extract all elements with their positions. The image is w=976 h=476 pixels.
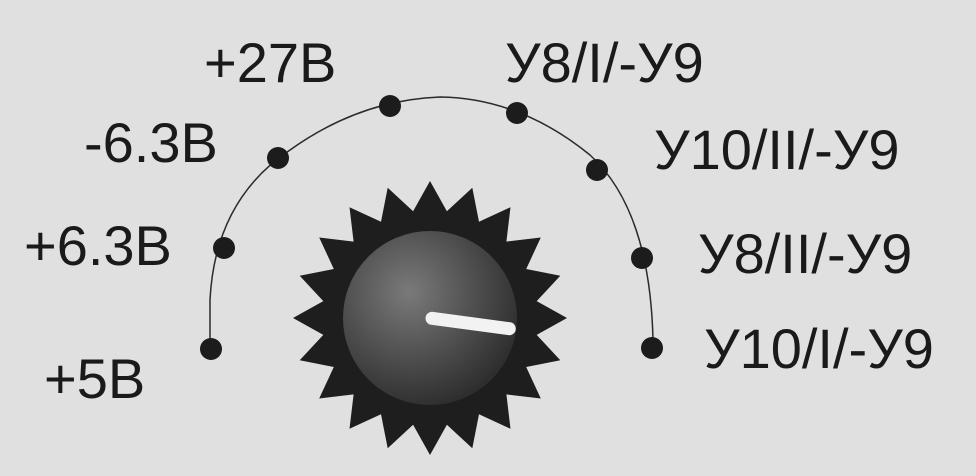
label-p5v: +5В bbox=[44, 347, 146, 410]
position-dot-u8ii[interactable] bbox=[631, 247, 653, 269]
position-dot-p5v[interactable] bbox=[200, 338, 222, 360]
label-u8ii: У8/II/-У9 bbox=[698, 222, 913, 285]
label-p27v: +27В bbox=[204, 31, 337, 94]
label-u8i: У8/I/-У9 bbox=[505, 31, 704, 94]
scale-arc bbox=[209, 96, 654, 348]
label-m6v3: -6.3В bbox=[84, 111, 218, 174]
knob-pointer bbox=[425, 311, 516, 336]
position-dot-u10ii[interactable] bbox=[586, 159, 608, 181]
position-dots bbox=[200, 95, 663, 360]
position-dot-p27v[interactable] bbox=[379, 95, 401, 117]
position-dot-m6v3[interactable] bbox=[267, 147, 289, 169]
rotary-knob[interactable] bbox=[293, 181, 567, 455]
position-dot-u10i[interactable] bbox=[641, 337, 663, 359]
label-u10ii: У10/II/-У9 bbox=[654, 118, 900, 181]
position-dot-u8i[interactable] bbox=[506, 102, 528, 124]
position-dot-p6v3[interactable] bbox=[213, 237, 235, 259]
label-p6v3: +6.3В bbox=[24, 214, 172, 277]
label-u10i: У10/I/-У9 bbox=[704, 317, 934, 380]
